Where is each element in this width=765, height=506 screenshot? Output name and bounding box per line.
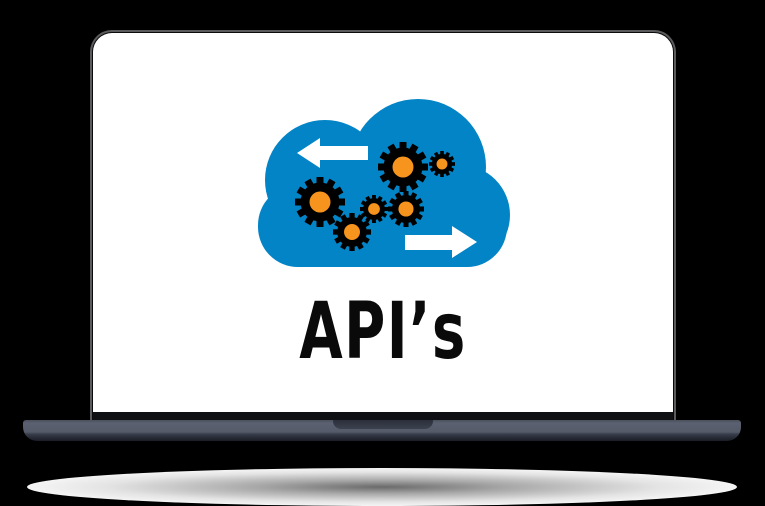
screen-bottom-bezel: [93, 412, 673, 421]
left-arrow-icon: [297, 138, 368, 168]
page-title: API’s: [299, 287, 467, 377]
floor-shadow: [27, 468, 737, 506]
right-arrow-icon: [405, 226, 477, 258]
cloud-gears-icon: [258, 99, 510, 267]
laptop-opening-notch: [333, 420, 433, 429]
laptop-base: [23, 420, 741, 441]
laptop-screen: API’s: [93, 33, 673, 412]
